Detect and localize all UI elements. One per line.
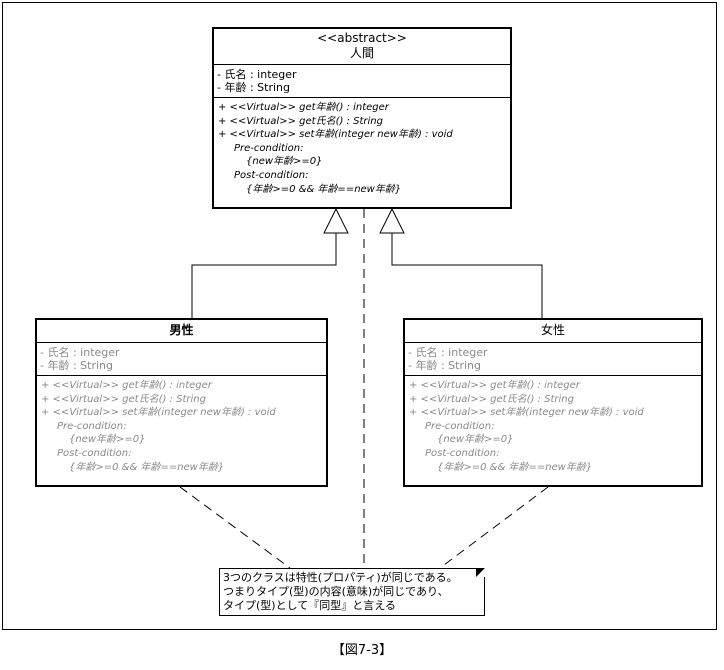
pre-condition: {new年齢>=0}: [69, 434, 146, 446]
post-condition: {年齢>=0 && 年齢==new年齢}: [437, 461, 593, 473]
pre-condition: {new年齢>=0}: [246, 156, 323, 168]
figure-caption: 【図7-3】: [331, 643, 393, 658]
operation-row: + <<Virtual>> get年齢() : integer: [41, 380, 212, 391]
class-name: 男性: [169, 323, 194, 337]
note-line: タイプ(型)として『同型』と言える: [223, 599, 396, 612]
attribute-row: - 年齢 : String: [40, 359, 113, 372]
attribute-compartment: - 氏名 : integer - 年齢 : String: [214, 65, 510, 98]
post-condition-label: Post-condition:: [57, 447, 132, 459]
pre-condition-label: Pre-condition:: [425, 420, 495, 432]
class-header: <<abstract>> 人間: [214, 29, 510, 65]
class-name: 人間: [349, 46, 374, 60]
pre-condition-label: Pre-condition:: [234, 142, 304, 154]
class-header: 男性: [37, 320, 326, 343]
post-condition: {年齢>=0 && 年齢==new年齢}: [69, 461, 225, 473]
operation-compartment: + <<Virtual>> get年齢() : integer + <<Virt…: [214, 98, 510, 199]
attribute-row: - 年齢 : String: [217, 81, 290, 94]
note-anchor-female: [439, 486, 549, 569]
operation-row: + <<Virtual>> get年齢() : integer: [409, 380, 580, 391]
post-condition-label: Post-condition:: [234, 169, 309, 181]
note-line: 3つのクラスは特性(プロパティ)が同じである。: [223, 571, 458, 584]
attribute-compartment: - 氏名 : integer - 年齢 : String: [37, 343, 326, 376]
operation-row: + <<Virtual>> set年齢(integer new年齢) : voi…: [41, 407, 276, 419]
attribute-row: - 年齢 : String: [408, 359, 481, 372]
attribute-row: - 氏名 : integer: [40, 346, 120, 359]
operation-row: + <<Virtual>> set年齢(integer new年齢) : voi…: [409, 407, 644, 419]
generalization-line-female: [391, 233, 543, 318]
post-condition-label: Post-condition:: [425, 447, 500, 459]
class-header: 女性: [405, 320, 701, 343]
note-anchor-male: [179, 486, 291, 569]
generalization-arrow-female: [379, 207, 405, 234]
attribute-row: - 氏名 : integer: [408, 346, 488, 359]
class-box-male[interactable]: 男性 - 氏名 : integer - 年齢 : String + <<Virt…: [35, 318, 328, 487]
post-condition: {年齢>=0 && 年齢==new年齢}: [246, 183, 402, 195]
stereotype-label: <<abstract>>: [317, 31, 407, 45]
operation-compartment: + <<Virtual>> get年齢() : integer + <<Virt…: [405, 376, 701, 477]
class-box-human[interactable]: <<abstract>> 人間 - 氏名 : integer - 年齢 : St…: [212, 27, 512, 209]
operation-row: + <<Virtual>> get氏名() : String: [41, 393, 206, 405]
note-line: つまりタイプ(型)の内容(意味)が同じであり、: [223, 585, 449, 598]
operation-row: + <<Virtual>> get氏名() : String: [218, 115, 383, 127]
operation-row: + <<Virtual>> get氏名() : String: [409, 393, 574, 405]
pre-condition: {new年齢>=0}: [437, 434, 514, 446]
class-box-female[interactable]: 女性 - 氏名 : integer - 年齢 : String + <<Virt…: [403, 318, 703, 487]
diagram-frame: [2, 2, 717, 630]
operation-compartment: + <<Virtual>> get年齢() : integer + <<Virt…: [37, 376, 326, 477]
note-box[interactable]: 3つのクラスは特性(プロパティ)が同じである。 つまりタイプ(型)の内容(意味)…: [219, 568, 485, 616]
generalization-arrow-male: [323, 207, 349, 234]
attribute-compartment: - 氏名 : integer - 年齢 : String: [405, 343, 701, 376]
note-corner-fold-edge: [476, 568, 485, 577]
pre-condition-label: Pre-condition:: [57, 420, 127, 432]
class-name: 女性: [540, 323, 565, 337]
operation-row: + <<Virtual>> set年齢(integer new年齢) : voi…: [218, 129, 453, 141]
operation-row: + <<Virtual>> get年齢() : integer: [218, 102, 389, 113]
generalization-line-male: [191, 233, 337, 318]
attribute-row: - 氏名 : integer: [217, 68, 297, 81]
